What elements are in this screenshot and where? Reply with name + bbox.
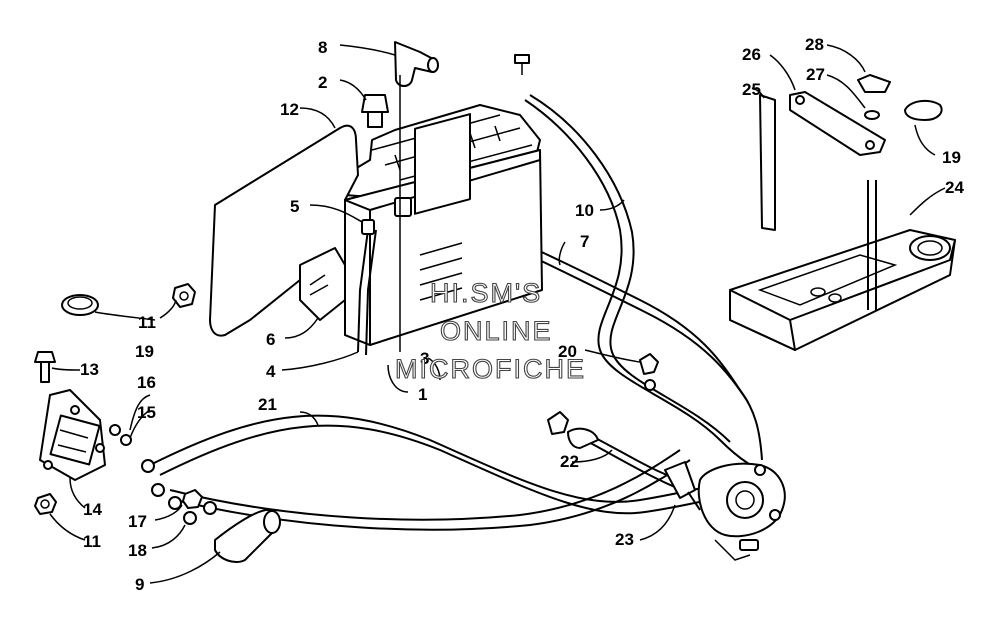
nut-11-lower xyxy=(34,493,57,515)
ground-terminal-20 xyxy=(639,353,659,391)
strap-25 xyxy=(759,94,776,231)
bracket-slots xyxy=(309,274,329,296)
callout-11-lower: 11 xyxy=(83,532,101,551)
nut-17 xyxy=(182,489,203,509)
cable-lug xyxy=(547,411,599,449)
callout-19-left: 19 xyxy=(135,342,154,361)
leader-lines xyxy=(49,44,946,584)
callout-26: 26 xyxy=(742,45,761,64)
battery-label xyxy=(414,113,471,215)
watermark: HI.SM'S ONLINE MICROFICHE xyxy=(394,277,586,384)
ring-terminals xyxy=(141,459,182,510)
washer-16 xyxy=(109,424,121,436)
battery-tray xyxy=(729,229,956,351)
terminal-post xyxy=(361,197,412,235)
callout-28: 28 xyxy=(805,35,824,54)
callout-labels: 8 2 12 5 6 4 3 1 10 7 20 22 23 26 25 28 … xyxy=(80,35,964,594)
callout-24: 24 xyxy=(945,178,964,197)
starter-solenoid xyxy=(39,389,106,481)
bolt-13 xyxy=(34,351,56,383)
callout-27: 27 xyxy=(806,65,825,84)
hold-down-rod xyxy=(867,180,877,310)
callout-18: 18 xyxy=(128,541,147,560)
callout-20: 20 xyxy=(558,342,577,361)
callout-13: 13 xyxy=(80,360,99,379)
callout-19-right: 19 xyxy=(942,148,961,167)
washer-27 xyxy=(864,110,880,120)
clamp-ring-19-left xyxy=(61,294,99,316)
callout-9: 9 xyxy=(135,575,144,594)
washer-18 xyxy=(183,501,217,525)
callout-1: 1 xyxy=(418,385,427,404)
callout-23: 23 xyxy=(615,530,634,549)
callout-4: 4 xyxy=(266,362,276,381)
callout-14: 14 xyxy=(83,500,102,519)
watermark-line-2: ONLINE xyxy=(440,316,553,346)
callout-10: 10 xyxy=(575,201,594,220)
callout-3: 3 xyxy=(420,349,429,368)
watermark-line-3: MICROFICHE xyxy=(395,354,586,384)
clamp-ring-19-right xyxy=(904,99,943,121)
hold-down-bracket-26 xyxy=(789,91,886,156)
callout-15: 15 xyxy=(137,403,156,422)
callout-5: 5 xyxy=(290,197,299,216)
callout-16: 16 xyxy=(137,373,156,392)
callout-25: 25 xyxy=(742,80,761,99)
callout-11-upper: 11 xyxy=(138,313,156,332)
callout-12: 12 xyxy=(280,100,299,119)
callout-22: 22 xyxy=(560,452,579,471)
bolt-23 xyxy=(664,461,701,511)
terminal-cap-8 xyxy=(394,41,439,87)
screw-15 xyxy=(120,434,132,446)
callout-21: 21 xyxy=(258,395,277,414)
terminal-boot-9 xyxy=(214,508,281,563)
callout-6: 6 xyxy=(266,330,275,349)
screw-2 xyxy=(361,94,389,128)
callout-8: 8 xyxy=(318,38,327,57)
callout-7: 7 xyxy=(580,232,589,251)
callout-17: 17 xyxy=(128,512,147,531)
nut-11-upper xyxy=(172,283,196,308)
vent-hose xyxy=(357,229,369,353)
starter-motor xyxy=(697,462,786,561)
callout-2: 2 xyxy=(318,73,327,92)
bolt-top xyxy=(514,54,530,75)
watermark-line-1: HI.SM'S xyxy=(430,278,542,308)
cable-10 xyxy=(524,94,771,476)
wing-nut-28 xyxy=(857,74,891,93)
